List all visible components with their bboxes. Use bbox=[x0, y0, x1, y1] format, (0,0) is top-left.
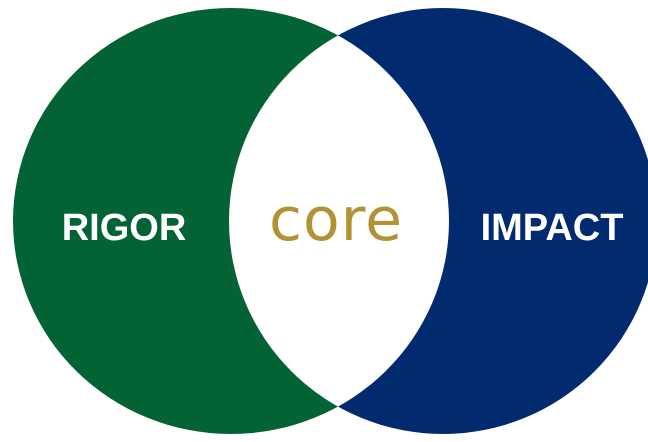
overlap-region bbox=[229, 8, 449, 434]
core-logo: core bbox=[269, 185, 403, 255]
impact-label: IMPACT bbox=[481, 207, 624, 249]
rigor-label: RIGOR bbox=[62, 207, 187, 249]
